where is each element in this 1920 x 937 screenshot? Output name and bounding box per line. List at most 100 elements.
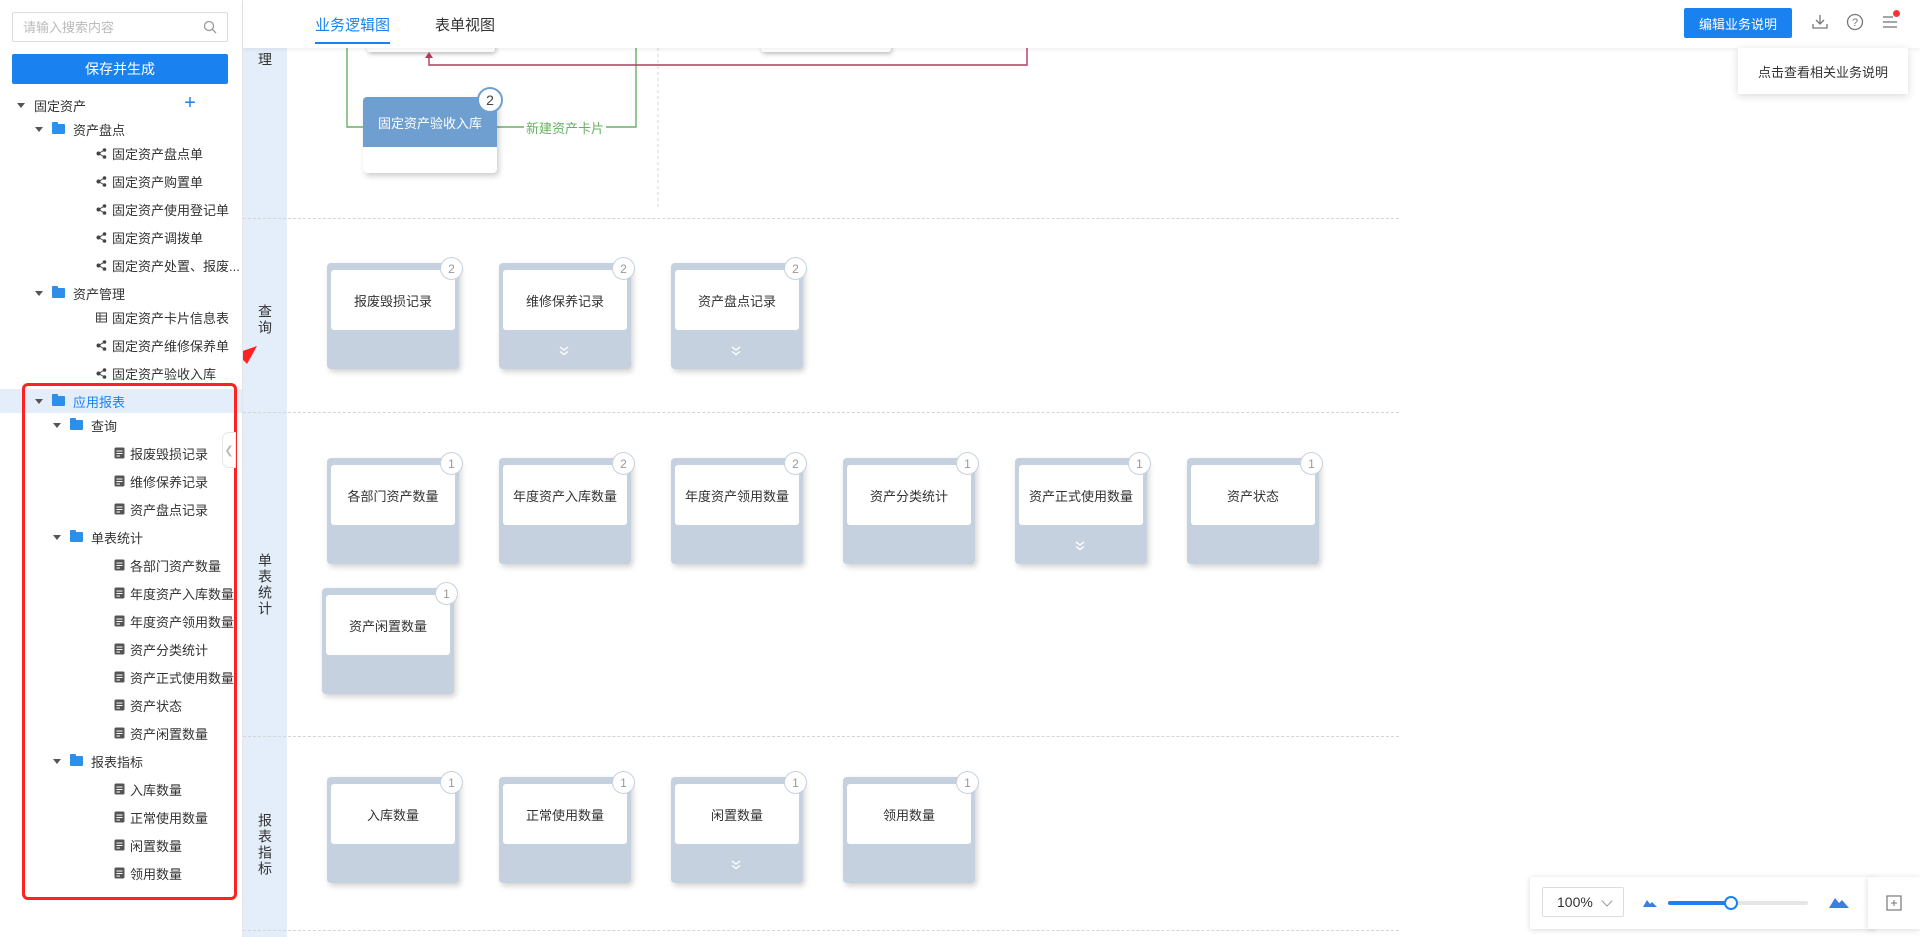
- tree-item[interactable]: 入库数量: [0, 777, 242, 801]
- tree-item[interactable]: 闲置数量: [0, 833, 242, 857]
- tree-item[interactable]: 应用报表: [0, 389, 242, 413]
- tree-item[interactable]: 各部门资产数量: [0, 553, 242, 577]
- report-node-badge: 2: [784, 257, 807, 280]
- tree-item[interactable]: 固定资产调拨单: [0, 225, 242, 249]
- report-node-badge: 1: [435, 582, 458, 605]
- tree-item[interactable]: 固定资产盘点单: [0, 141, 242, 165]
- edit-business-desc-button[interactable]: 编辑业务说明: [1684, 8, 1792, 38]
- lane-label-stats: 单表统计: [257, 553, 273, 617]
- double-chevron-down-icon[interactable]: [729, 859, 743, 871]
- tree-item[interactable]: 年度资产领用数量: [0, 609, 242, 633]
- caret-down-icon[interactable]: [34, 288, 44, 298]
- tree-item[interactable]: 固定资产验收入库: [0, 361, 242, 385]
- tree-item[interactable]: 查询: [0, 413, 242, 437]
- lane-separator: [243, 218, 1399, 219]
- report-node-badge: 1: [1300, 452, 1323, 475]
- report-icon: [112, 838, 126, 852]
- double-chevron-down-icon[interactable]: [1073, 540, 1087, 552]
- tree-item[interactable]: 固定资产维修保养单: [0, 333, 242, 357]
- tree-item[interactable]: 资产管理: [0, 281, 242, 305]
- report-node-badge: 1: [784, 771, 807, 794]
- tree-item-label: 资产盘点: [73, 122, 126, 138]
- tree-item[interactable]: 资产正式使用数量: [0, 665, 242, 689]
- zoom-value: 100%: [1557, 894, 1593, 910]
- zoom-bar: 100%: [1530, 877, 1875, 929]
- flow-share-icon: [94, 202, 108, 216]
- tree-item-label: 资产管理: [73, 286, 126, 302]
- tree-item[interactable]: 报表指标: [0, 749, 242, 773]
- tree-item[interactable]: 资产盘点: [0, 117, 242, 141]
- zoom-slider-handle[interactable]: [1724, 896, 1738, 910]
- report-node-label: 维修保养记录: [503, 270, 627, 330]
- tree-item[interactable]: 正常使用数量: [0, 805, 242, 829]
- tree-item[interactable]: 报废毁损记录: [0, 441, 242, 465]
- zoom-out-icon[interactable]: [1642, 895, 1658, 909]
- double-chevron-down-icon[interactable]: [557, 345, 571, 357]
- folder-icon: [52, 122, 65, 134]
- report-node-label: 正常使用数量: [503, 784, 627, 844]
- zoom-slider-track[interactable]: [1668, 896, 1808, 910]
- add-icon[interactable]: +: [184, 92, 196, 114]
- tree-item[interactable]: 资产闲置数量: [0, 721, 242, 745]
- tab-logic-view[interactable]: 业务逻辑图: [315, 14, 391, 44]
- search-icon[interactable]: [203, 20, 217, 34]
- report-icon: [112, 642, 126, 656]
- tree-item[interactable]: 固定资产购置单: [0, 169, 242, 193]
- download-icon[interactable]: [1810, 12, 1830, 32]
- report-icon: [112, 670, 126, 684]
- save-generate-button[interactable]: 保存并生成: [12, 54, 228, 84]
- report-node-badge: 2: [612, 257, 635, 280]
- tree-item[interactable]: 资产盘点记录: [0, 497, 242, 521]
- highlight-annotation: [22, 383, 237, 900]
- tab-form-view[interactable]: 表单视图: [435, 17, 496, 34]
- report-node-label: 年度资产入库数量: [503, 465, 627, 525]
- collapse-sidebar-icon[interactable]: ❮: [222, 432, 236, 468]
- tree-item[interactable]: 资产状态: [0, 693, 242, 717]
- fit-view-button[interactable]: [1868, 877, 1920, 929]
- report-icon: [112, 782, 126, 796]
- menu-list-icon[interactable]: [1880, 10, 1900, 32]
- flow-node[interactable]: 固定资产验收入库 2: [363, 87, 503, 173]
- caret-down-icon[interactable]: [16, 100, 26, 110]
- folder-icon: [52, 286, 65, 298]
- tree-item[interactable]: 年度资产入库数量: [0, 581, 242, 605]
- table-icon: [94, 310, 108, 324]
- search-input[interactable]: [13, 13, 193, 41]
- caret-down-icon[interactable]: [34, 124, 44, 134]
- tree-item[interactable]: 固定资产卡片信息表: [0, 305, 242, 329]
- flow-share-icon: [94, 366, 108, 380]
- tree-item[interactable]: 固定资产使用登记单: [0, 197, 242, 221]
- edge-label: 新建资产卡片: [524, 118, 607, 137]
- zoom-slider-fill: [1668, 901, 1731, 905]
- tree-item[interactable]: 固定资产处置、报废...: [0, 253, 242, 277]
- double-chevron-down-icon[interactable]: [729, 345, 743, 357]
- tree-item[interactable]: 单表统计: [0, 525, 242, 549]
- flow-share-icon: [94, 146, 108, 160]
- report-node-badge: 1: [440, 771, 463, 794]
- tree-item[interactable]: 维修保养记录: [0, 469, 242, 493]
- report-node-label: 资产正式使用数量: [1019, 465, 1143, 525]
- tree-item[interactable]: 固定资产: [0, 93, 242, 117]
- zoom-in-icon[interactable]: [1828, 892, 1850, 910]
- report-node-badge: 1: [1128, 452, 1151, 475]
- tree-item[interactable]: 资产分类统计: [0, 637, 242, 661]
- folder-icon: [52, 394, 65, 406]
- zoom-select[interactable]: 100%: [1542, 887, 1624, 917]
- report-node-label: 闲置数量: [675, 784, 799, 844]
- help-icon[interactable]: ?: [1845, 12, 1865, 32]
- tree-item[interactable]: 领用数量: [0, 861, 242, 885]
